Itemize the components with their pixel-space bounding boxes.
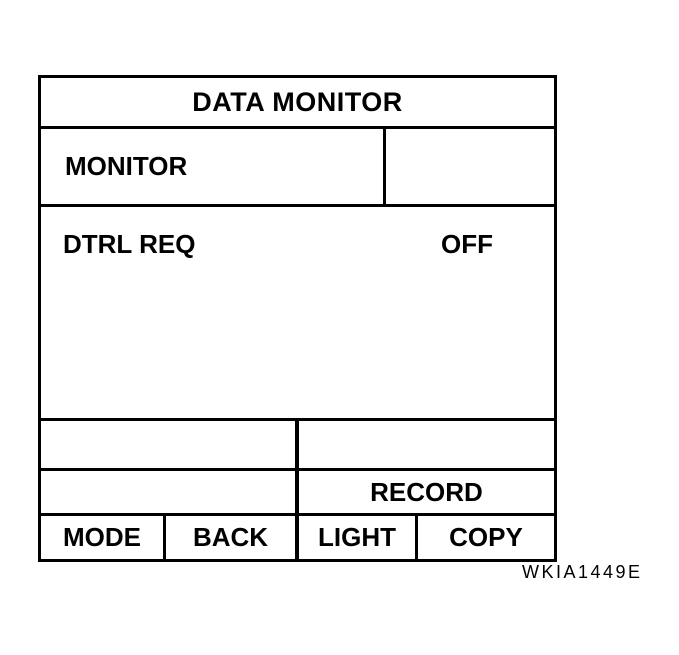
record-button[interactable]: RECORD (299, 471, 554, 513)
softkey-empty-left-upper (41, 421, 299, 468)
tab-monitor-label: MONITOR (65, 151, 188, 181)
mode-button[interactable]: MODE (41, 516, 166, 559)
param-label: DTRL REQ (63, 229, 196, 259)
figure-code: WKIA1449E (522, 562, 643, 582)
screen-title: DATA MONITOR (192, 86, 403, 117)
softkey-row-upper (41, 421, 554, 471)
data-monitor-screen: DATA MONITOR MONITOR DTRL REQ OFF RECORD… (38, 75, 557, 562)
monitor-tab-row: MONITOR (41, 129, 554, 207)
light-button-label: LIGHT (318, 522, 396, 552)
softkey-row-bottom: MODE BACK LIGHT COPY (41, 516, 554, 559)
softkey-empty-right-upper (299, 421, 554, 468)
record-label: RECORD (370, 476, 483, 507)
back-button-label: BACK (192, 522, 269, 552)
copy-button-label: COPY (449, 522, 523, 552)
softkey-empty-left (41, 471, 299, 513)
light-button[interactable]: LIGHT (299, 516, 418, 559)
param-value: OFF (441, 229, 493, 259)
monitor-row-empty-cell (386, 129, 554, 204)
back-button[interactable]: BACK (166, 516, 299, 559)
monitor-item-row: DTRL REQ OFF (41, 207, 554, 421)
tab-monitor[interactable]: MONITOR (41, 129, 386, 204)
title-bar: DATA MONITOR (41, 78, 554, 129)
mode-button-label: MODE (63, 522, 141, 552)
softkey-row-record: RECORD (41, 471, 554, 516)
copy-button[interactable]: COPY (418, 516, 554, 559)
